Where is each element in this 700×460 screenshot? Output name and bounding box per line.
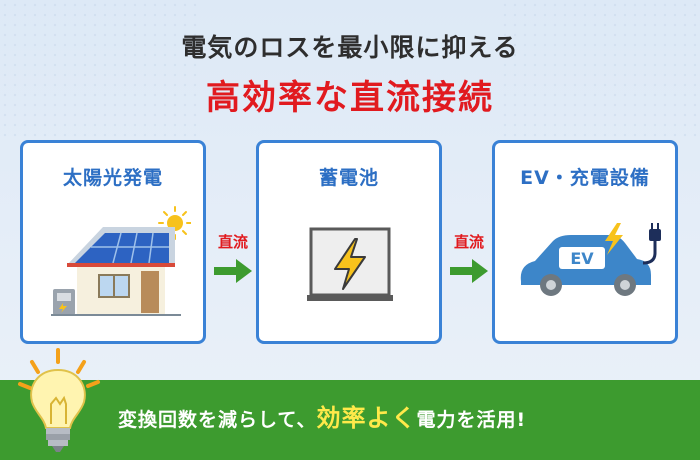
box-battery-label: 蓄電池 — [318, 167, 379, 189]
box-battery: 蓄電池 — [256, 140, 442, 344]
title-line1: 電気のロスを最小限に抑える — [181, 33, 519, 62]
dot-pattern-right — [500, 0, 700, 140]
solar-house-icon — [51, 206, 191, 316]
light-bulb-icon — [18, 348, 100, 452]
bottom-message-before: 変換回数を減らして、 — [118, 409, 317, 431]
bottom-band — [0, 380, 700, 460]
dot-pattern-left — [0, 0, 200, 140]
arrow-2-label: 直流 — [453, 233, 484, 251]
box-solar: 太陽光発電 — [20, 140, 206, 344]
arrow-right-icon — [450, 259, 488, 283]
box-ev-label: EV・充電設備 — [520, 167, 650, 189]
arrow-1-label: 直流 — [217, 233, 248, 251]
ev-badge: EV — [570, 249, 594, 268]
bottom-message: 変換回数を減らして、効率よく電力を活用! — [118, 398, 688, 433]
bottom-message-highlight: 効率よく — [316, 404, 417, 432]
ev-car-icon: EV — [520, 223, 661, 296]
title-line2: 高効率な直流接続 — [206, 78, 494, 118]
box-solar-label: 太陽光発電 — [62, 167, 163, 189]
arrow-right-icon — [214, 259, 252, 283]
battery-storage-icon — [307, 227, 393, 301]
bottom-message-after: 電力を活用! — [416, 409, 527, 431]
box-ev: EV・充電設備 EV — [492, 140, 678, 344]
